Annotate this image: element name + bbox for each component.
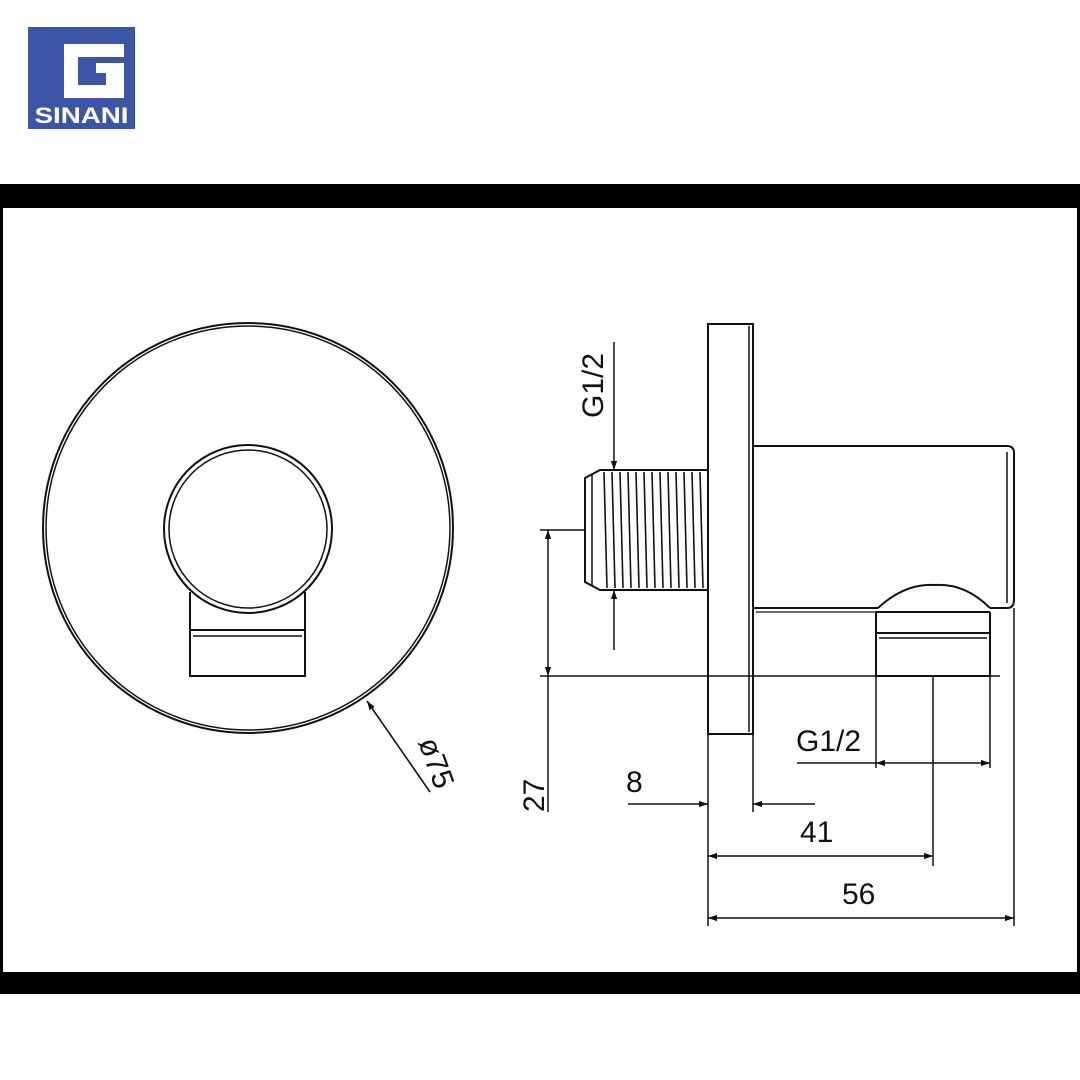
body-outline: [753, 445, 1015, 609]
plate-thickness-label: 8: [626, 766, 643, 799]
logo-text: SINANI: [35, 103, 129, 128]
wall-plate-side: [707, 323, 754, 735]
outlet-top-curve: [877, 583, 991, 609]
dimension-lines: [540, 342, 1015, 926]
diameter-leader: [366, 700, 431, 793]
outlet-center-label: 41: [800, 816, 833, 849]
front-view: [42, 322, 454, 793]
diameter-label: ø75: [411, 733, 460, 793]
inlet-thread-ridges: [603, 471, 704, 589]
top-band: [0, 184, 1080, 208]
total-depth-label: 56: [842, 878, 875, 911]
height-label: 27: [518, 779, 551, 812]
side-view: [584, 323, 1015, 735]
outlet-stem: [189, 592, 306, 677]
inlet-thread-label: G1/2: [577, 353, 610, 418]
bottom-band: [0, 972, 1080, 994]
sinani-logo: SINANI: [28, 27, 135, 129]
outlet-thread-label: G1/2: [796, 725, 861, 758]
wall-plate-outer-circle: [42, 322, 454, 734]
logo-mark-icon: [64, 44, 124, 98]
central-boss-inner: [168, 449, 328, 609]
outlet-body: [875, 612, 991, 677]
wall-plate-inner-circle: [45, 325, 451, 731]
